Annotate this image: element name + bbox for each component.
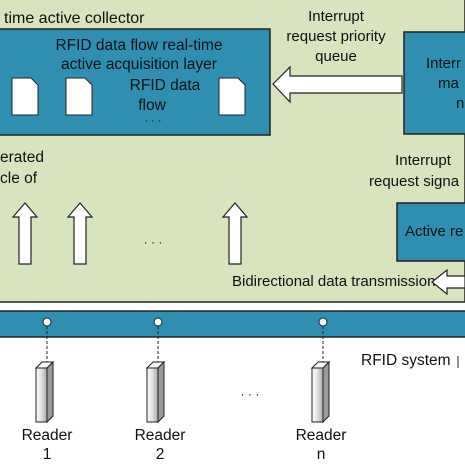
active-box-label: Active re <box>405 223 463 240</box>
rfid-system-label: RFID system <box>361 352 451 369</box>
up-arrow-icon <box>221 202 249 265</box>
bidirectional-arrow-icon <box>431 268 465 296</box>
interrupt-manager-box <box>403 31 465 135</box>
active-box <box>396 202 465 262</box>
reader-index: 1 <box>43 446 52 463</box>
bus-connector <box>42 317 52 327</box>
interrupt-queue-line1: Interrupt <box>308 8 365 25</box>
bus-connector <box>318 317 328 327</box>
data-flow-label-line2: flow <box>138 97 166 114</box>
queue-arrow-icon <box>272 65 403 104</box>
interrupt-queue-line2: request priority <box>286 28 386 45</box>
reader-label: Reader <box>296 427 347 444</box>
reader-label: Reader <box>135 427 186 444</box>
left-text-line2: cle of <box>0 170 38 187</box>
bidirectional-label: Bidirectional data transmission <box>232 273 435 290</box>
collector-title: time active collector <box>4 10 145 27</box>
reader-device-icon <box>310 360 331 424</box>
reader-device-icon <box>34 360 55 424</box>
interrupt-manager-line2: ma <box>438 75 459 92</box>
data-flow-dots: · · · <box>144 115 161 127</box>
left-text-line1: erated <box>0 149 44 166</box>
document-icon <box>11 77 39 116</box>
interrupt-queue-line3: queue <box>315 48 357 65</box>
interrupt-signal-line2: request signa <box>369 173 460 190</box>
data-flow-label-line1: RFID data <box>130 77 201 94</box>
up-arrow-icon <box>66 202 94 265</box>
interrupt-manager-line3: n <box>456 95 464 112</box>
interrupt-signal-line1: Interrupt <box>395 152 452 169</box>
reader-index: n <box>317 446 326 463</box>
document-icon <box>218 77 246 116</box>
acquisition-layer-title-line1: RFID data flow real-time <box>55 37 222 54</box>
bus-connector <box>153 317 163 327</box>
up-arrow-icon <box>11 202 39 265</box>
document-icon <box>65 77 93 116</box>
interrupt-manager-line1: Interr <box>426 55 461 72</box>
reader-index: 2 <box>156 446 165 463</box>
reader-dots: · · · <box>241 387 260 401</box>
reader-device-icon <box>145 360 166 424</box>
reader-label: Reader <box>22 427 73 444</box>
arrow-dots: · · · <box>144 235 163 249</box>
system-bus <box>0 310 465 338</box>
acquisition-layer-title-line2: active acquisition layer <box>61 56 217 73</box>
